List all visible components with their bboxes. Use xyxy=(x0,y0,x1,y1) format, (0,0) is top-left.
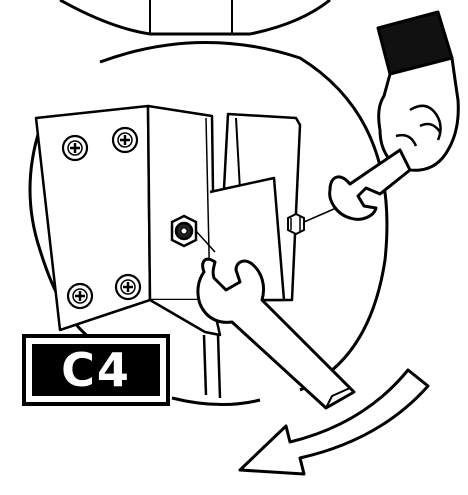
screw-icon xyxy=(61,126,142,310)
mounting-bracket xyxy=(34,104,302,399)
top-detail-circle xyxy=(59,0,331,36)
step-badge-fill: C4 xyxy=(32,344,160,396)
gloved-hand-holding-wrench xyxy=(328,10,460,221)
rear-nut xyxy=(287,212,305,236)
step-label: C4 xyxy=(61,343,131,397)
open-end-wrench xyxy=(196,257,356,410)
rotation-arrow xyxy=(238,368,430,476)
alignment-line-front xyxy=(195,230,216,253)
hex-nut xyxy=(170,214,198,248)
step-badge: C4 xyxy=(22,334,170,406)
